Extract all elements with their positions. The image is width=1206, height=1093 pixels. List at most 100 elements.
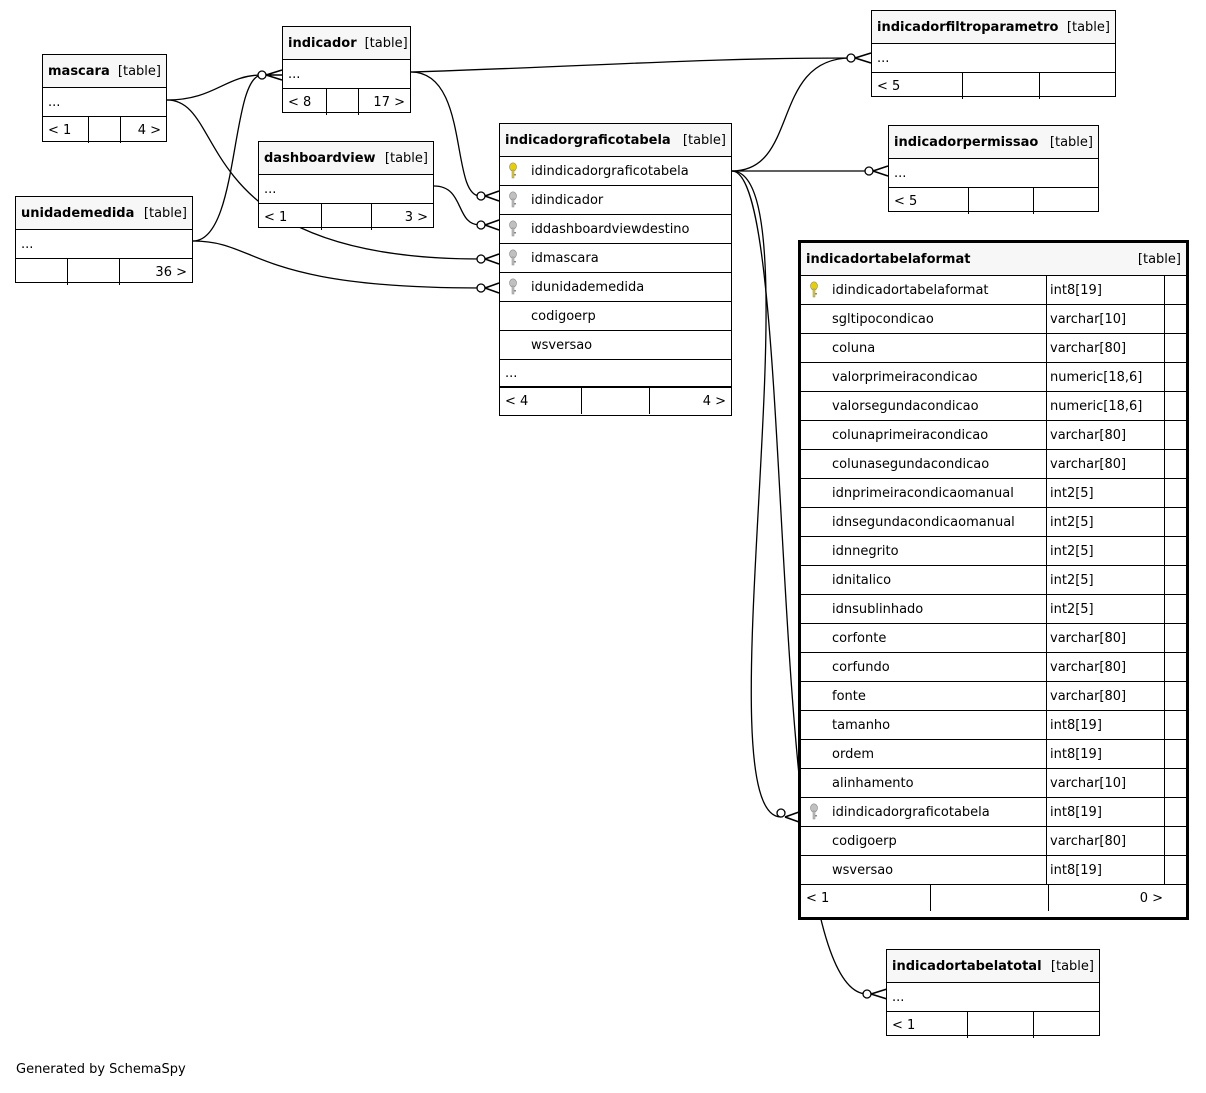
column-type: int2[5] — [1047, 566, 1165, 594]
table-header: indicadorgraficotabela [table] — [500, 124, 731, 157]
table-header: dashboardview [table] — [259, 142, 433, 175]
link-indicador-filtroparametro — [410, 57, 852, 73]
columns-count — [969, 188, 1034, 214]
link-mascara-indicador — [166, 74, 263, 101]
column-type: int8[19] — [1047, 276, 1165, 304]
table-footer: < 1 0 > — [801, 885, 1186, 911]
parents-count: < 1 — [43, 117, 89, 143]
ellipsis-row: ... — [887, 983, 1099, 1012]
column-type: varchar[80] — [1047, 653, 1165, 681]
column-type: varchar[80] — [1047, 421, 1165, 449]
table-indicadortabelatotal[interactable]: indicadortabelatotal [table] ... < 1 — [886, 949, 1100, 1038]
table-indicador[interactable]: indicador [table] ... < 8 17 > — [282, 26, 411, 115]
link-unidademedida-indicador — [192, 74, 263, 242]
foreign-key-icon — [500, 278, 526, 296]
column-name: alinhamento — [827, 769, 1047, 797]
column-name: coluna — [827, 334, 1047, 362]
column-name: idindicadorgraficotabela — [531, 163, 689, 179]
table-footer: < 5 — [872, 73, 1115, 99]
columns-count — [963, 73, 1040, 99]
columns-count — [89, 117, 121, 143]
column-name: wsversao — [531, 337, 593, 353]
column-row[interactable]: idunidademedida — [500, 273, 731, 302]
table-indicadorgraficotabela[interactable]: indicadorgraficotabela [table] idindicad… — [499, 123, 732, 416]
column-row[interactable]: idindicadorgraficotabela — [500, 157, 731, 186]
table-mascara[interactable]: mascara [table] ... < 1 4 > — [42, 54, 167, 143]
column-type: varchar[80] — [1047, 334, 1165, 362]
column-name: codigoerp — [827, 827, 1047, 855]
columns-count — [968, 1012, 1034, 1038]
table-indicadortabelaformat[interactable]: indicadortabelaformat [table] idindicado… — [798, 240, 1189, 920]
table-tag: [table] — [1050, 958, 1094, 974]
table-name: unidademedida — [21, 205, 135, 221]
foreign-key-icon — [500, 220, 526, 238]
ellipsis-row: ... — [259, 175, 433, 204]
foreign-key-icon — [801, 803, 827, 821]
column-name: sgltipocondicao — [827, 305, 1047, 333]
table-unidademedida[interactable]: unidademedida [table] ... 36 > — [15, 196, 193, 285]
table-header: indicadortabelatotal [table] — [887, 950, 1099, 983]
column-name: idnitalico — [827, 566, 1047, 594]
ellipsis: ... — [894, 165, 907, 181]
children-count: 4 > — [137, 122, 161, 138]
column-row[interactable]: idmascara — [500, 244, 731, 273]
table-name: indicador — [288, 35, 357, 51]
ellipsis-row: ... — [43, 88, 166, 117]
table-dashboardview[interactable]: dashboardview [table] ... < 1 3 > — [258, 141, 434, 230]
ellipsis-row: ... — [500, 360, 731, 387]
children-count: 4 > — [702, 393, 726, 409]
column-type: int8[19] — [1047, 798, 1165, 826]
column-type: varchar[80] — [1047, 682, 1165, 710]
children-count — [1034, 188, 1098, 214]
ellipsis: ... — [21, 236, 34, 252]
table-header: indicador [table] — [283, 27, 410, 60]
children-count — [1034, 1012, 1099, 1038]
column-name: codigoerp — [531, 308, 596, 324]
table-indicadorfiltroparametro[interactable]: indicadorfiltroparametro [table] ... < 5 — [871, 10, 1116, 99]
column-name: ordem — [827, 740, 1047, 768]
children-count: 3 > — [404, 209, 428, 225]
table-header: unidademedida [table] — [16, 197, 192, 230]
column-row[interactable]: codigoerp — [500, 302, 731, 331]
children-count: 0 > — [1139, 890, 1163, 906]
column-row[interactable]: idindicador — [500, 186, 731, 215]
table-indicadorpermissao[interactable]: indicadorpermissao [table] ... < 5 — [888, 125, 1099, 214]
column-name: idnsegundacondicaomanual — [827, 508, 1047, 536]
columns-count — [582, 388, 650, 414]
column-row[interactable]: wsversao — [500, 331, 731, 360]
column-name: idnnegrito — [827, 537, 1047, 565]
column-name: idnsublinhado — [827, 595, 1047, 623]
table-header: indicadorfiltroparametro [table] — [872, 11, 1115, 44]
column-type: varchar[80] — [1047, 624, 1165, 652]
column-type: varchar[10] — [1047, 769, 1165, 797]
table-tag: [table] — [143, 205, 187, 221]
column-type: int8[19] — [1047, 740, 1165, 768]
column-row[interactable]: iddashboardviewdestino — [500, 215, 731, 244]
table-footer: < 4 4 > — [500, 387, 731, 414]
column-name: corfundo — [827, 653, 1047, 681]
